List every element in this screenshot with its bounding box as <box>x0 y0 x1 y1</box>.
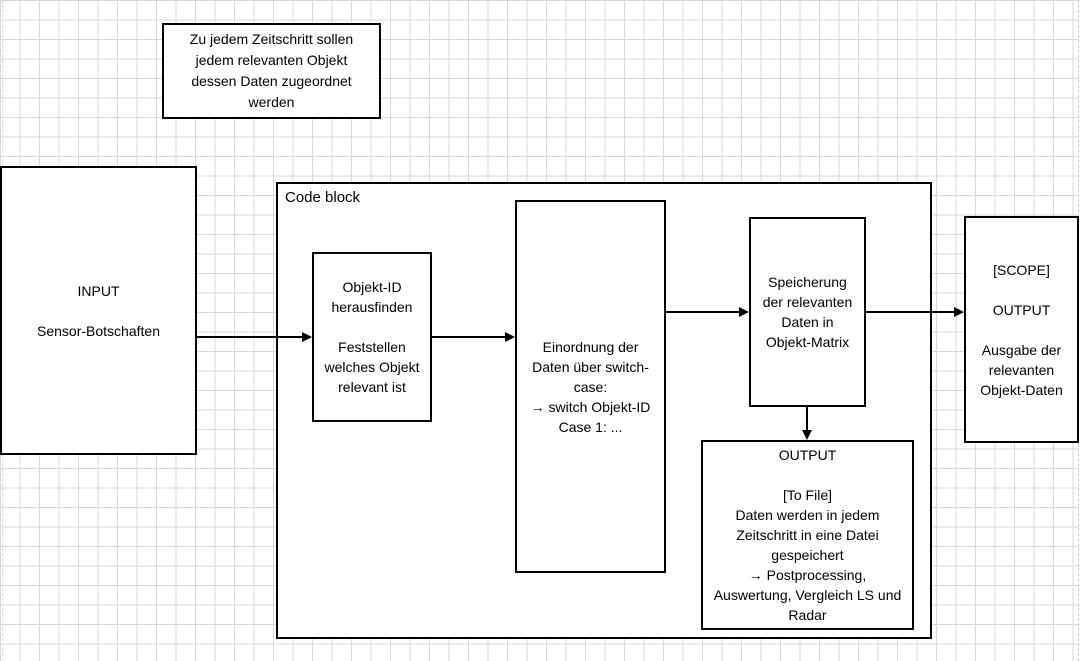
scope-output-box-text: [SCOPE] OUTPUT Ausgabe der relevanten Ob… <box>980 261 1063 398</box>
object-id-box: Objekt-ID herausfinden Feststellen welch… <box>312 252 432 422</box>
output-to-file-box: OUTPUT [To File] Daten werden in jedem Z… <box>701 440 914 630</box>
switch-case-box-text: Einordnung der Daten über switch- case: … <box>530 338 651 435</box>
note-box-text: Zu jedem Zeitschritt sollen jedem releva… <box>189 31 354 110</box>
arrow-line <box>666 311 740 313</box>
scope-output-box: [SCOPE] OUTPUT Ausgabe der relevanten Ob… <box>964 216 1079 443</box>
switch-case-box: Einordnung der Daten über switch- case: … <box>515 200 666 573</box>
arrow-head-icon <box>802 430 812 440</box>
output-to-file-box-text: OUTPUT [To File] Daten werden in jedem Z… <box>713 447 902 623</box>
arrow-line <box>197 336 303 338</box>
arrow-head-icon <box>302 332 312 342</box>
arrow-line <box>432 336 506 338</box>
code-block-label: Code block <box>285 189 361 206</box>
object-matrix-box-text: Speicherung der relevanten Daten in Obje… <box>762 274 853 350</box>
arrow-line <box>866 311 955 313</box>
note-box: Zu jedem Zeitschritt sollen jedem releva… <box>162 23 381 119</box>
arrow-head-icon <box>954 307 964 317</box>
object-matrix-box: Speicherung der relevanten Daten in Obje… <box>749 217 866 407</box>
input-box: INPUT Sensor-Botschaften <box>0 166 197 455</box>
input-box-text: INPUT Sensor-Botschaften <box>37 282 160 339</box>
arrow-line <box>806 407 808 431</box>
arrow-head-icon <box>739 307 749 317</box>
object-id-box-text: Objekt-ID herausfinden Feststellen welch… <box>324 279 420 395</box>
arrow-head-icon <box>505 332 515 342</box>
